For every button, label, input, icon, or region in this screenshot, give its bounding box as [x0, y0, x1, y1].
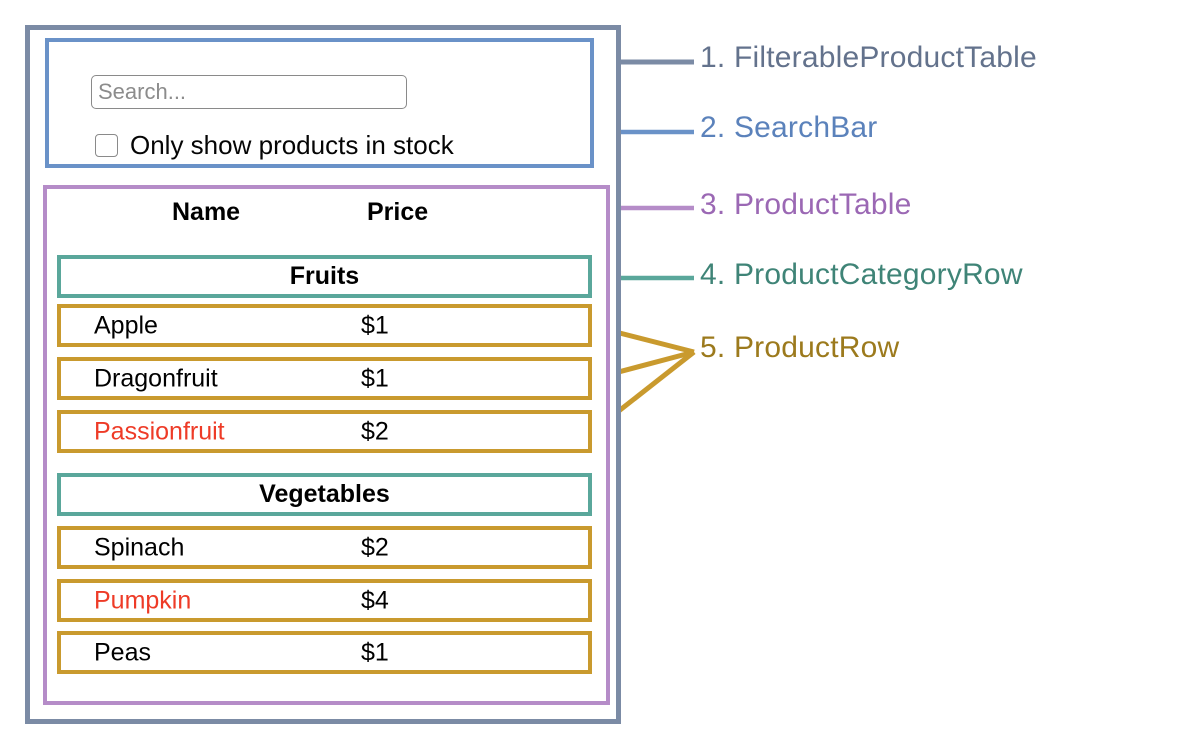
column-header-price: Price	[367, 198, 429, 226]
product-category-label: Vegetables	[259, 480, 390, 508]
product-row: Apple $1	[57, 304, 592, 347]
column-header-name: Name	[172, 198, 241, 226]
product-price: $1	[361, 638, 389, 666]
product-name: Dragonfruit	[94, 364, 218, 392]
legend-label-product-category-row: 4. ProductCategoryRow	[700, 258, 1023, 291]
product-row: Dragonfruit $1	[57, 357, 592, 400]
in-stock-checkbox[interactable]	[95, 133, 118, 157]
in-stock-filter-row[interactable]: Only show products in stock	[95, 127, 565, 163]
product-price: $2	[361, 417, 389, 445]
product-row: Pumpkin $4	[57, 579, 592, 622]
product-price: $2	[361, 533, 389, 561]
product-name: Apple	[94, 311, 158, 339]
product-price: $4	[361, 586, 389, 614]
product-category-label: Fruits	[289, 262, 360, 290]
legend-label-filterable-product-table: 1. FilterableProductTable	[700, 41, 1037, 74]
product-name: Peas	[94, 638, 151, 666]
in-stock-checkbox-label: Only show products in stock	[130, 130, 454, 160]
product-row: Spinach $2	[57, 526, 592, 569]
product-category-row: Fruits	[57, 255, 592, 298]
search-input[interactable]	[91, 75, 407, 109]
product-row: Peas $1	[57, 631, 592, 674]
product-table-header: Name Price	[57, 198, 592, 240]
product-name: Spinach	[94, 533, 185, 561]
product-price: $1	[361, 364, 389, 392]
legend-label-product-table: 3. ProductTable	[700, 188, 912, 221]
search-bar-container	[45, 38, 594, 168]
product-name: Passionfruit	[94, 417, 225, 445]
product-price: $1	[361, 311, 389, 339]
legend-label-product-row: 5. ProductRow	[700, 331, 900, 364]
product-category-row: Vegetables	[57, 473, 592, 516]
product-name: Pumpkin	[94, 586, 192, 614]
product-table-container	[43, 185, 610, 705]
product-row: Passionfruit $2	[57, 410, 592, 453]
legend-label-search-bar: 2. SearchBar	[700, 111, 878, 144]
